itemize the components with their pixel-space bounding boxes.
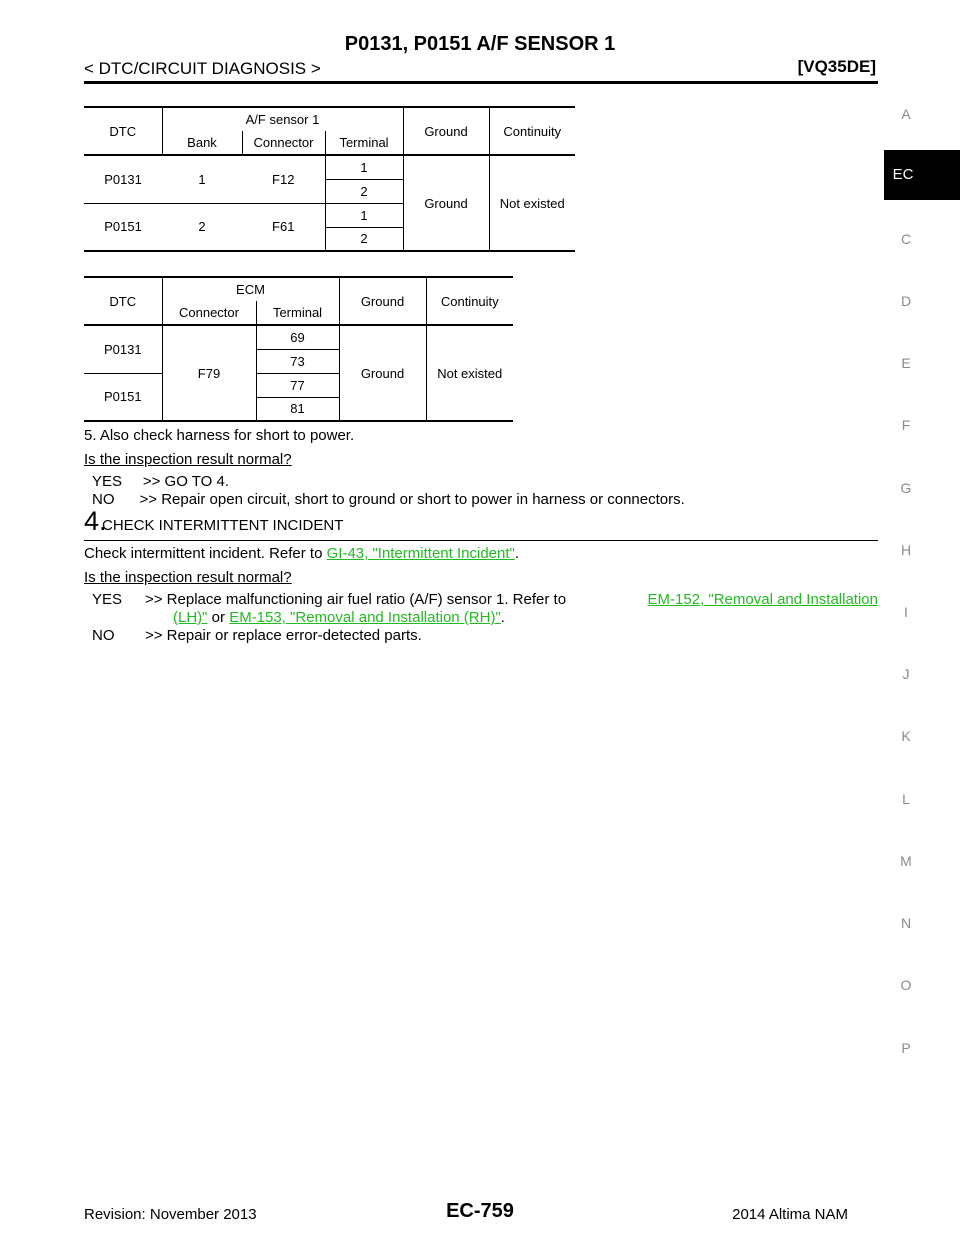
vehicle-model: 2014 Altima NAM — [732, 1206, 848, 1223]
cell-dtc: P0151 — [84, 372, 162, 421]
no-answer: >> Repair or replace error-detected part… — [145, 627, 422, 644]
cell-bank: 1 — [198, 171, 206, 187]
af-sensor-continuity-table: DTC A/F sensor 1 Ground Continuity Bank … — [84, 106, 575, 252]
th-ground: Ground — [402, 107, 489, 156]
engine-model: [VQ35DE] — [797, 57, 876, 76]
cell-connector: F61 — [242, 202, 325, 251]
table-row: P0151 77 — [84, 372, 513, 421]
side-item-d[interactable]: D — [900, 293, 912, 309]
side-item-e[interactable]: E — [901, 355, 911, 371]
yes-answer-end: . — [500, 609, 505, 626]
cell-terminal: 2 — [324, 226, 403, 251]
th-connector: Connector — [161, 301, 256, 326]
yes-answer: YES >> GO TO 4. — [92, 473, 230, 490]
side-item-a[interactable]: A — [901, 106, 911, 122]
check-text-end: . — [514, 545, 520, 562]
cell-terminal: 69 — [255, 325, 339, 349]
side-item-h[interactable]: H — [900, 542, 912, 558]
yes-label: YES — [92, 591, 123, 608]
step-5-text: 5. Also check harness for short to power… — [84, 427, 355, 444]
revision-date: Revision: November 2013 — [84, 1206, 257, 1223]
th-continuity: Continuity — [425, 277, 513, 326]
step-number: 4. — [84, 506, 107, 536]
check-text-lead: Check intermittent incident. Refer to — [84, 545, 327, 562]
page-title: P0131, P0151 A/F SENSOR 1 — [344, 33, 616, 55]
or-text: or — [207, 609, 230, 626]
th-terminal: Terminal — [255, 301, 339, 326]
side-item-i[interactable]: I — [904, 604, 908, 620]
side-item-j[interactable]: J — [902, 666, 910, 682]
th-ecm: ECM — [161, 277, 339, 301]
step-title: CHECK INTERMITTENT INCIDENT — [102, 517, 344, 534]
cell-terminal: 2 — [324, 178, 403, 203]
side-item-l[interactable]: L — [902, 791, 910, 807]
em-152-link[interactable]: EM-152, "Removal and Installation — [647, 591, 878, 608]
cell-ground: Ground — [402, 155, 489, 251]
inspection-question: Is the inspection result normal? — [84, 569, 292, 586]
side-item-g[interactable]: G — [900, 480, 912, 496]
cell-ground: Ground — [338, 325, 426, 421]
cell-terminal: 81 — [255, 396, 339, 421]
yes-answer-lead: >> Replace malfunctioning air fuel ratio… — [145, 591, 567, 608]
side-item-ec[interactable]: EC — [884, 150, 960, 200]
side-item-c[interactable]: C — [900, 231, 912, 247]
cell-connector: F79 — [161, 325, 256, 421]
cell-dtc: P0151 — [84, 202, 162, 251]
cell-terminal: 1 — [324, 202, 403, 227]
breadcrumb: < DTC/CIRCUIT DIAGNOSIS > — [84, 59, 321, 78]
check-text: Check intermittent incident. Refer to GI… — [84, 545, 519, 562]
th-dtc: DTC — [84, 107, 162, 156]
side-item-k[interactable]: K — [901, 728, 911, 744]
em-152-link-cont[interactable]: (LH)" — [173, 609, 208, 626]
cell-terminal: 1 — [324, 155, 403, 179]
side-index: A EC C D E F G H I J K L M N O P — [884, 0, 960, 1242]
gi-43-link[interactable]: GI-43, "Intermittent Incident" — [326, 545, 515, 562]
cell-bank: 2 — [162, 202, 242, 251]
em-153-link[interactable]: EM-153, "Removal and Installation (RH)" — [229, 609, 501, 626]
side-item-f[interactable]: F — [901, 417, 911, 433]
cell-continuity: Not existed — [488, 155, 575, 251]
header-rule — [84, 81, 878, 84]
th-af-sensor: A/F sensor 1 — [161, 107, 403, 131]
cell-dtc: P0131 — [104, 171, 142, 187]
th-dtc: DTC — [84, 277, 162, 326]
page-number: EC-759 — [446, 1200, 514, 1222]
table-row: P0151 2 F61 1 — [84, 202, 575, 251]
side-item-n[interactable]: N — [900, 915, 912, 931]
cell-dtc: P0131 — [103, 341, 142, 357]
side-item-o[interactable]: O — [900, 977, 912, 993]
th-terminal: Terminal — [324, 131, 403, 156]
side-item-p[interactable]: P — [901, 1040, 911, 1056]
no-label: NO — [92, 627, 115, 644]
side-item-m[interactable]: M — [900, 853, 912, 869]
side-item-ec-label: EC — [892, 166, 914, 183]
table-row: P0131 F79 69 Ground Not existed — [84, 325, 513, 421]
th-connector: Connector — [241, 131, 325, 156]
th-ground: Ground — [338, 277, 426, 326]
cell-terminal: 73 — [255, 348, 339, 373]
ecm-continuity-table: DTC ECM Ground Continuity Connector Term… — [84, 276, 513, 422]
step-rule — [84, 540, 878, 541]
table-row: P0131 1 F12 1 Ground Not existed — [84, 155, 575, 251]
th-bank: Bank — [161, 131, 242, 156]
cell-connector: F12 — [272, 171, 295, 187]
cell-terminal: 77 — [255, 372, 339, 397]
cell-continuity: Not existed — [425, 325, 513, 421]
th-continuity: Continuity — [488, 107, 575, 156]
no-answer: NO >> Repair open circuit, short to grou… — [92, 491, 685, 508]
inspection-question: Is the inspection result normal? — [84, 451, 292, 468]
yes-answer: >> Replace malfunctioning air fuel ratio… — [145, 591, 878, 626]
